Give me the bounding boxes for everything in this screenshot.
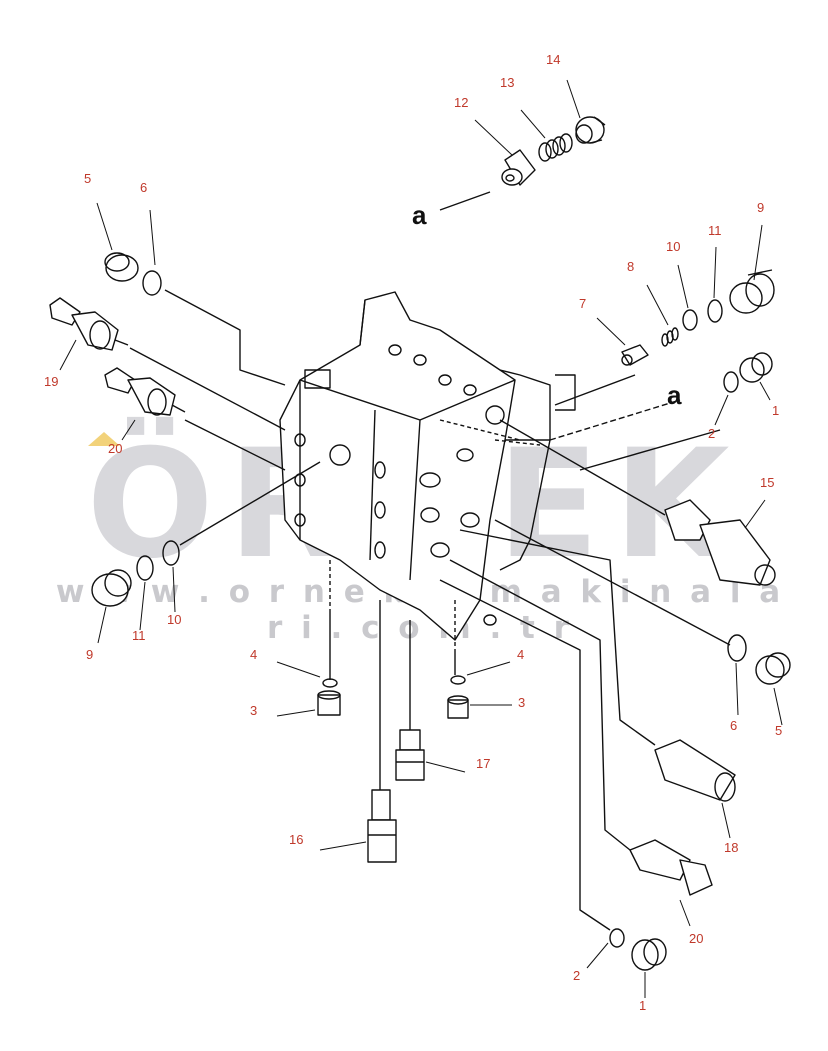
part-6-oring-top (142, 270, 162, 296)
part-4-ring-left (322, 678, 338, 688)
part-label-3-left: 3 (250, 703, 258, 718)
part-10-ring-left (162, 540, 180, 566)
part-label-2-bottom: 2 (573, 968, 581, 983)
part-15-valve (664, 499, 776, 586)
part-14-plug (575, 116, 606, 144)
part-9-plug-left (91, 569, 132, 607)
assembly-leader-lines (129, 289, 731, 931)
part-label-9-top: 9 (757, 200, 765, 215)
part-label-13: 13 (500, 75, 515, 90)
part-11-ring-left (136, 555, 154, 581)
part-label-9-left: 9 (86, 647, 94, 662)
part-label-6-top: 6 (140, 180, 148, 195)
part-7-pin (621, 344, 649, 366)
part-label-10-left: 10 (167, 612, 182, 627)
part-2-ring-bottom (609, 928, 625, 948)
part-2-ring-right (723, 371, 739, 393)
part-label-15: 15 (760, 475, 775, 490)
part-3-plug-right (447, 695, 469, 719)
valve-body (279, 291, 551, 650)
part-label-10-top: 10 (666, 239, 681, 254)
part-16-valve (367, 789, 397, 863)
part-20-valve-left (104, 367, 186, 416)
part-12-plunger (501, 149, 536, 186)
watermark-accent-shape (88, 432, 120, 446)
part-3-plug-left (317, 690, 341, 716)
part-6-ring-bottom (727, 634, 747, 662)
part-11-ring-top (707, 299, 723, 323)
view-a-arrow-upper (439, 191, 491, 211)
part-4-ring-right (450, 675, 466, 685)
part-label-1-right: 1 (772, 403, 780, 418)
part-label-20-left: 20 (108, 441, 123, 456)
part-label-2-right: 2 (708, 426, 716, 441)
part-label-8: 8 (627, 259, 635, 274)
part-label-14: 14 (546, 52, 561, 67)
part-8-spring (661, 327, 679, 347)
part-19-valve (49, 297, 129, 351)
part-9-plug-top (729, 269, 775, 314)
part-label-11-top: 11 (708, 223, 722, 238)
part-10-ring-top (682, 309, 698, 331)
view-a-label-right: a (667, 380, 682, 410)
part-label-12: 12 (454, 95, 469, 110)
part-13-spring (538, 133, 573, 162)
part-label-5-bottom: 5 (775, 723, 783, 738)
part-17-valve (395, 729, 425, 781)
part-label-5-top: 5 (84, 171, 92, 186)
part-18-valve (654, 739, 736, 802)
part-label-1-bottom: 1 (639, 998, 647, 1013)
view-a-label-upper: a (412, 200, 427, 230)
part-1-plug-right (739, 352, 773, 383)
label-leaders (59, 79, 783, 998)
part-label-19: 19 (44, 374, 59, 389)
part-5-plug-top (104, 252, 139, 282)
part-label-7: 7 (579, 296, 587, 311)
part-20-valve-bottom (629, 839, 713, 896)
part-label-18: 18 (724, 840, 739, 855)
part-label-3-right: 3 (518, 695, 526, 710)
part-label-4-right: 4 (517, 647, 525, 662)
part-label-16: 16 (289, 832, 304, 847)
part-label-17: 17 (476, 756, 491, 771)
part-1-plug-bottom (631, 938, 667, 971)
part-label-4-left: 4 (250, 647, 258, 662)
part-label-6-bottom: 6 (730, 718, 738, 733)
part-label-20-bottom: 20 (689, 931, 704, 946)
part-label-11-left: 11 (132, 628, 146, 643)
part-5-plug-bottom (755, 652, 791, 685)
